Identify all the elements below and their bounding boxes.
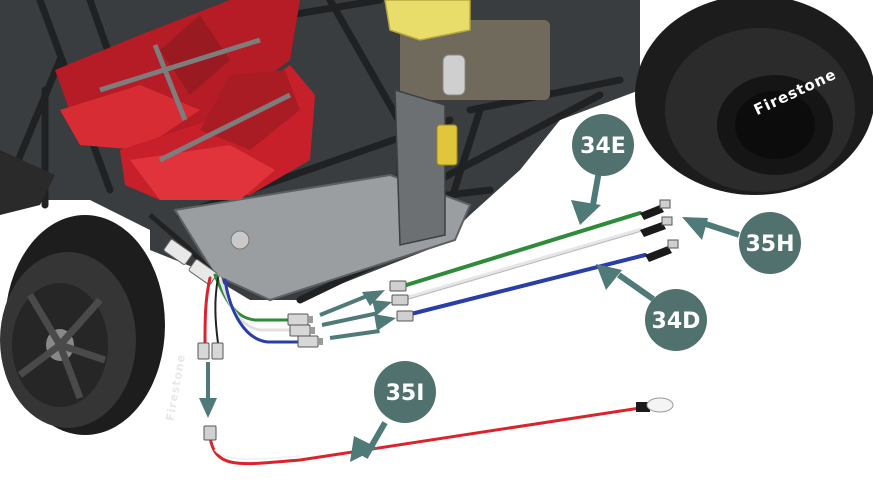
terminal-34e-right — [640, 199, 671, 220]
wire-34e-green — [398, 211, 642, 289]
terminal-34d-right — [645, 239, 679, 262]
terminal-34d-left — [396, 310, 414, 322]
bulb-35i — [636, 397, 674, 413]
front-wheel-top — [0, 150, 55, 215]
pointer-35h — [682, 217, 740, 240]
callout-34d: 34D — [645, 289, 707, 351]
battery-yellow — [384, 0, 471, 41]
terminal-car-blue — [297, 335, 323, 348]
wire-35h-white — [398, 228, 642, 302]
terminal-car-green — [287, 313, 313, 326]
terminal-car-white — [289, 324, 315, 337]
wire-35i-red — [208, 406, 642, 466]
wire-35i-red-highlight — [214, 449, 301, 460]
terminal-35h-left — [391, 294, 409, 306]
callout-34e: 34E — [572, 114, 634, 176]
callout-34e-label: 34E — [580, 134, 626, 159]
terminal-35h-right — [640, 216, 673, 237]
terminal-35i-left — [203, 425, 217, 441]
tire-brand-left: Firestone — [163, 353, 188, 422]
pointer-34d — [596, 264, 655, 302]
wire-34d-blue — [401, 253, 647, 318]
terminals — [197, 199, 679, 441]
callout-35i-label: 35I — [386, 381, 425, 406]
car-illustration: Firestone Firestone — [0, 0, 873, 435]
engine-block — [400, 20, 550, 100]
wires — [203, 211, 647, 466]
wire-blue-lead — [223, 278, 302, 344]
reservoir — [442, 54, 466, 96]
terminal-car-red — [197, 342, 224, 360]
pointer-34e — [571, 169, 603, 225]
callout-35h: 35H — [739, 212, 801, 274]
assembly-arrows — [199, 290, 396, 418]
bulkhead-panel — [394, 88, 446, 246]
wire-35h-white-edge — [399, 231, 641, 302]
wire-black-lead — [214, 277, 219, 344]
seat-right — [120, 65, 315, 200]
callout-34d-label: 34D — [652, 309, 701, 334]
rear-tire: Firestone — [635, 0, 873, 195]
arrow-green-to-terminal — [319, 290, 385, 317]
callout-pointers — [350, 169, 740, 462]
wire-red-lead — [203, 276, 212, 345]
callout-35i: 35I — [374, 361, 436, 423]
arrow-red-down — [199, 362, 217, 418]
arrow-white-to-terminal — [321, 300, 392, 327]
front-wheel: Firestone — [0, 215, 188, 435]
arrow-blue-to-terminal — [329, 314, 396, 340]
seat-left — [55, 0, 300, 150]
pointer-35i — [350, 421, 388, 462]
fuse-yellow — [436, 124, 458, 166]
terminal-34e-left — [389, 280, 407, 292]
callout-35h-label: 35H — [745, 232, 794, 257]
